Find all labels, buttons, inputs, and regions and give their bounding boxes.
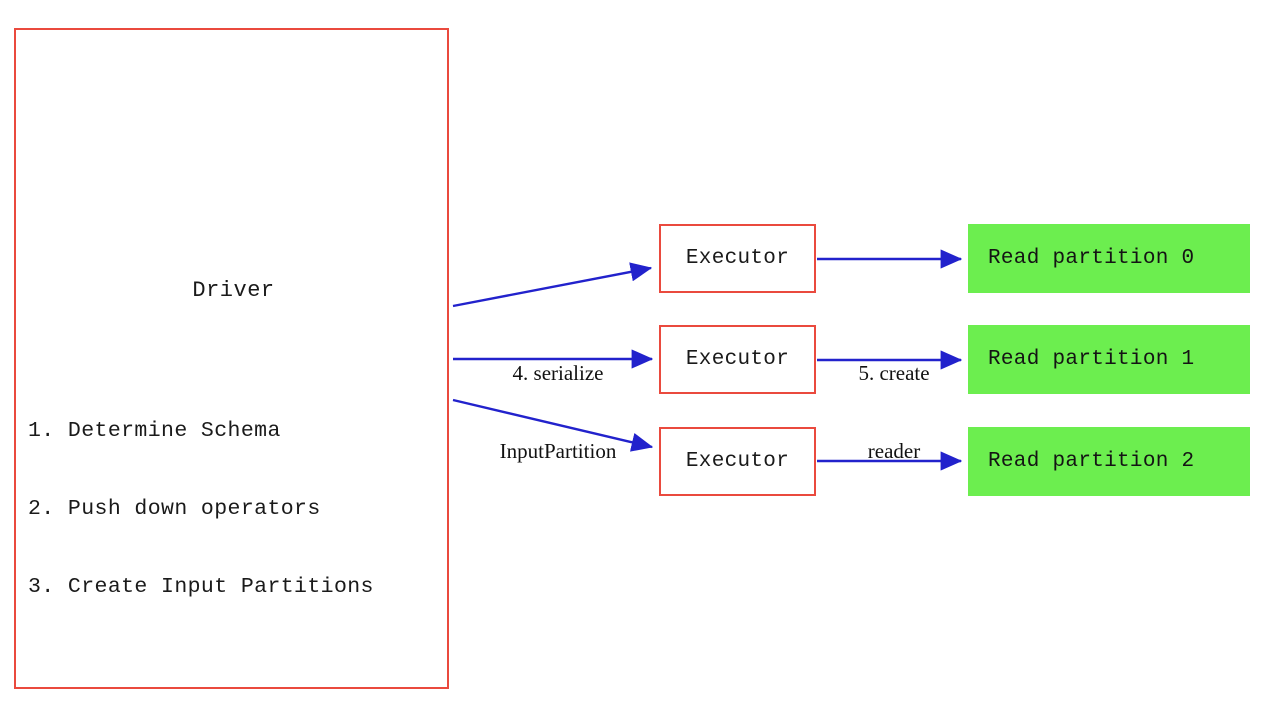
executor-label-0: Executor <box>685 247 790 270</box>
partition-box-0: Read partition 0 <box>968 224 1250 293</box>
driver-box: Driver 1. Determine Schema 2. Push down … <box>14 28 449 689</box>
edge-label-create-reader-line1: 5. create <box>858 361 930 385</box>
executor-label-1: Executor <box>685 348 790 371</box>
edge-label-create-reader-line2: reader <box>867 439 921 463</box>
driver-step-1: 1. Determine Schema <box>28 419 281 443</box>
executor-box-1: Executor <box>659 325 816 394</box>
driver-step-2: 2. Push down operators <box>28 497 321 521</box>
driver-step-3: 3. Create Input Partitions <box>28 575 374 599</box>
edge-label-serialize: 4. serialize InputPartition <box>458 308 658 516</box>
edge-label-serialize-line2: InputPartition <box>499 439 617 463</box>
arrow-driver-to-executor-0 <box>452 262 653 308</box>
partition-box-2: Read partition 2 <box>968 427 1250 496</box>
driver-steps-list: 1. Determine Schema 2. Push down operato… <box>28 366 448 652</box>
partition-box-1: Read partition 1 <box>968 325 1250 394</box>
partition-label-1: Read partition 1 <box>988 348 1195 371</box>
partition-label-2: Read partition 2 <box>988 450 1195 473</box>
edge-label-serialize-line1: 4. serialize <box>512 361 604 385</box>
driver-title: Driver <box>192 278 275 303</box>
edge-label-create-reader: 5. create reader <box>825 308 963 516</box>
partition-label-0: Read partition 0 <box>988 247 1195 270</box>
executor-box-2: Executor <box>659 427 816 496</box>
executor-label-2: Executor <box>685 450 790 473</box>
executor-box-0: Executor <box>659 224 816 293</box>
